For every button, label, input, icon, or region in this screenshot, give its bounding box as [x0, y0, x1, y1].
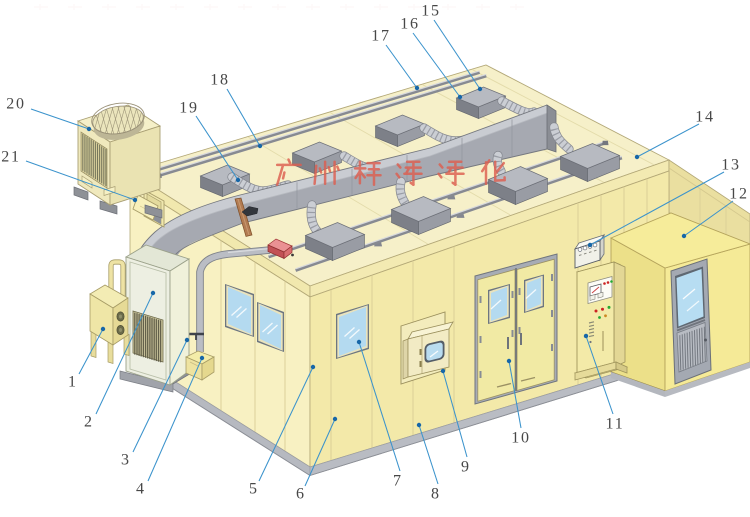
svg-text:13: 13 — [721, 157, 741, 174]
svg-text:2: 2 — [84, 414, 92, 431]
svg-text:16: 16 — [400, 16, 420, 33]
svg-text:11: 11 — [605, 416, 624, 433]
svg-text:20: 20 — [6, 96, 26, 113]
svg-text:19: 19 — [179, 100, 199, 117]
svg-text:18: 18 — [210, 72, 230, 89]
svg-text:17: 17 — [371, 28, 391, 45]
svg-text:12: 12 — [729, 186, 749, 203]
svg-text:7: 7 — [393, 473, 401, 490]
svg-text:14: 14 — [695, 109, 715, 126]
svg-text:10: 10 — [511, 430, 531, 447]
svg-text:1: 1 — [68, 374, 76, 391]
svg-text:3: 3 — [121, 452, 129, 469]
svg-text:5: 5 — [249, 481, 257, 498]
svg-text:9: 9 — [461, 459, 469, 476]
svg-text:21: 21 — [1, 149, 21, 166]
svg-text:4: 4 — [136, 481, 144, 498]
svg-text:8: 8 — [431, 486, 439, 503]
svg-text:15: 15 — [421, 3, 441, 20]
svg-text:6: 6 — [296, 486, 304, 503]
